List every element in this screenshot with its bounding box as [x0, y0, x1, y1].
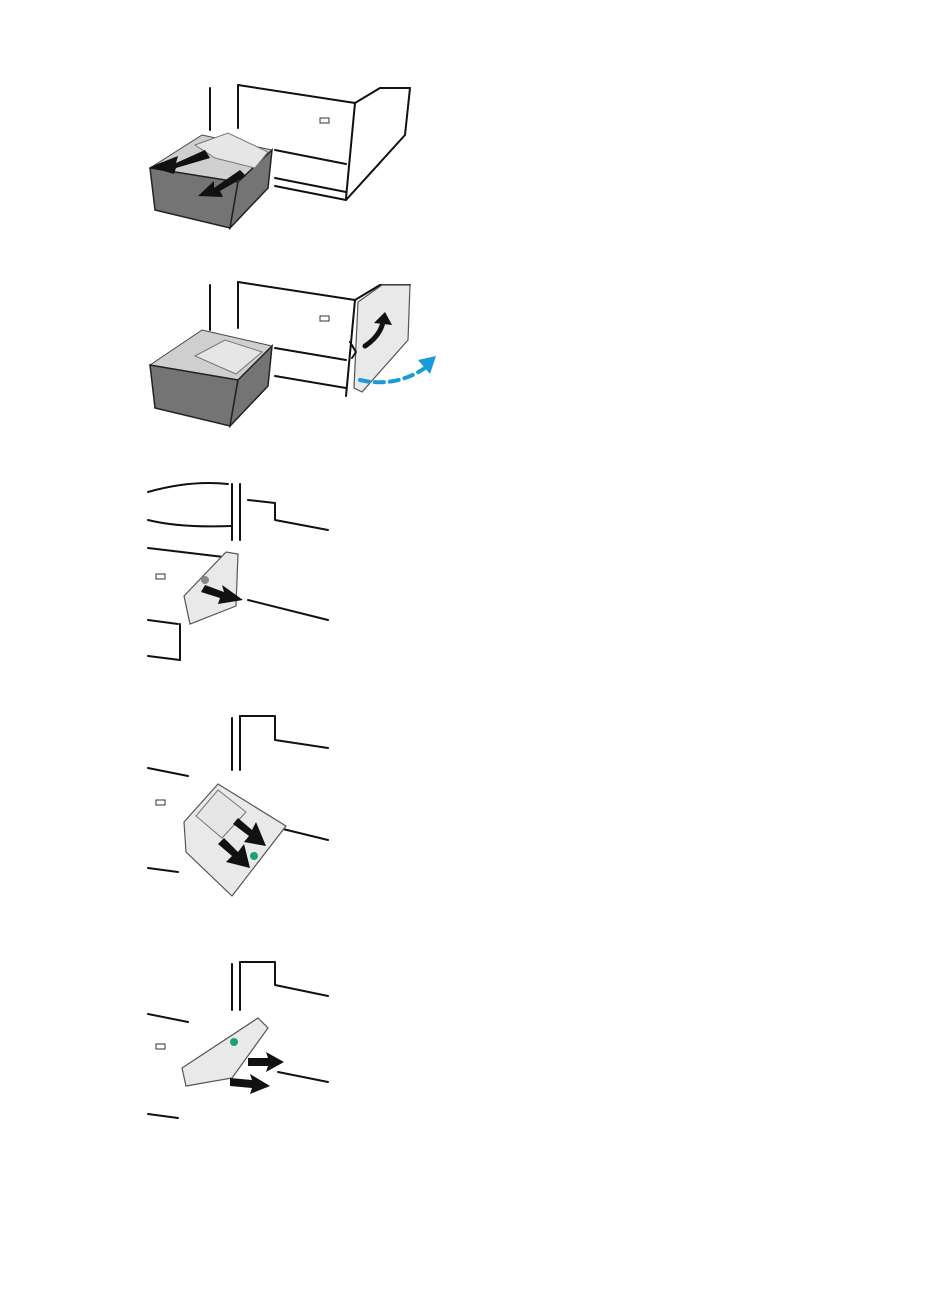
step-5-illustration	[0, 0, 950, 1160]
duplex-unit-icon	[182, 1018, 268, 1086]
indicator-icon	[156, 1044, 165, 1049]
